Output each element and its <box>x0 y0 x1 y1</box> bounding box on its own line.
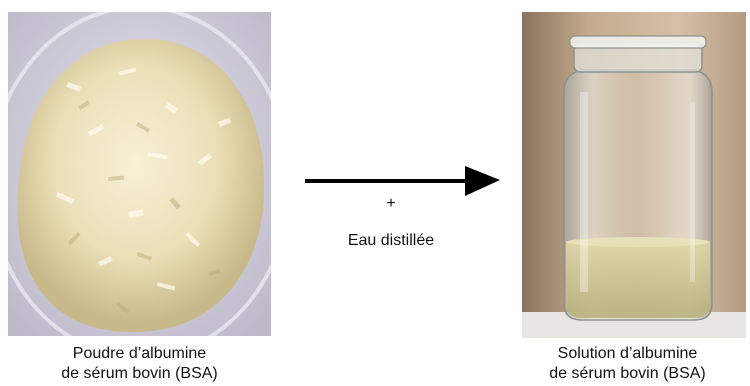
plus-sign: + <box>386 195 396 212</box>
powder-caption: Poudre d’albumine de sérum bovin (BSA) <box>8 344 271 384</box>
solution-caption-line2: de sérum bovin (BSA) <box>549 365 706 382</box>
solution-caption: Solution d’albumine de sérum bovin (BSA) <box>505 344 750 384</box>
reagent-label: Eau distillée <box>347 232 435 249</box>
bsa-solution-vial-photo <box>522 12 746 338</box>
solution-caption-line1: Solution d’albumine <box>557 345 698 362</box>
powder-caption-line1: Poudre d’albumine <box>72 345 207 362</box>
bsa-powder-photo <box>8 12 271 336</box>
reaction-arrow <box>305 166 500 196</box>
powder-caption-line2: de sérum bovin (BSA) <box>61 365 218 382</box>
